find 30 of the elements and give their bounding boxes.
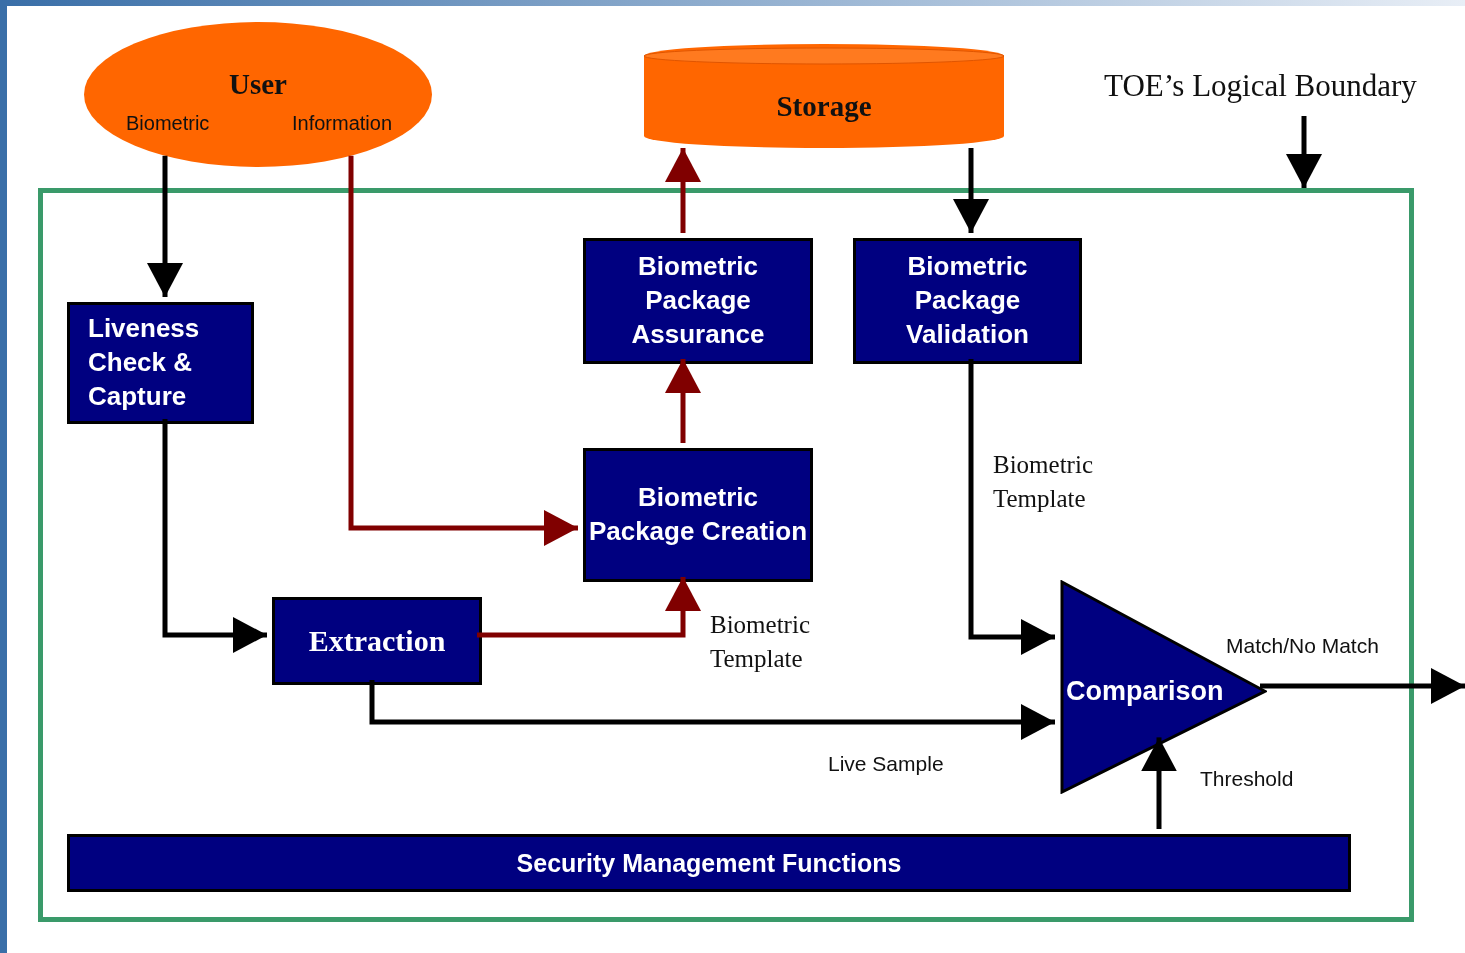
arrow bbox=[665, 148, 701, 233]
process-box: Extraction bbox=[272, 597, 482, 685]
arrow bbox=[369, 680, 1055, 740]
process-box: Biometric Package Creation bbox=[583, 448, 813, 582]
line-label: Biometric bbox=[126, 112, 210, 135]
edge-label: Match/No Match bbox=[1226, 634, 1379, 658]
process-box: Biometric Package Assurance bbox=[583, 238, 813, 364]
boundary-frame bbox=[38, 188, 1414, 922]
arrow bbox=[348, 155, 578, 546]
arrow bbox=[1260, 668, 1465, 704]
boundary-label: TOE’s Logical Boundary bbox=[1104, 68, 1464, 112]
arrow bbox=[1141, 737, 1177, 829]
arrow bbox=[953, 148, 989, 233]
process-box: Security Management Functions bbox=[67, 834, 1351, 892]
arrow bbox=[968, 359, 1055, 655]
edge-label: Biometric Template bbox=[710, 610, 811, 674]
edge-label: Biometric Template bbox=[993, 450, 1094, 514]
process-box: Biometric Package Validation bbox=[853, 238, 1082, 364]
arrow bbox=[477, 577, 701, 638]
node-title: Storage bbox=[775, 90, 873, 123]
arrow bbox=[665, 359, 701, 443]
edge-label: Live Sample bbox=[828, 752, 944, 776]
node-title: Comparison bbox=[1066, 676, 1224, 707]
edge-label: Threshold bbox=[1200, 767, 1294, 791]
line-label: Information bbox=[292, 112, 393, 135]
arrow bbox=[162, 419, 267, 653]
process-box: Liveness Check & Capture bbox=[67, 302, 254, 424]
arrow bbox=[1286, 116, 1322, 188]
node-title: User bbox=[228, 68, 288, 101]
arrow bbox=[147, 155, 183, 297]
